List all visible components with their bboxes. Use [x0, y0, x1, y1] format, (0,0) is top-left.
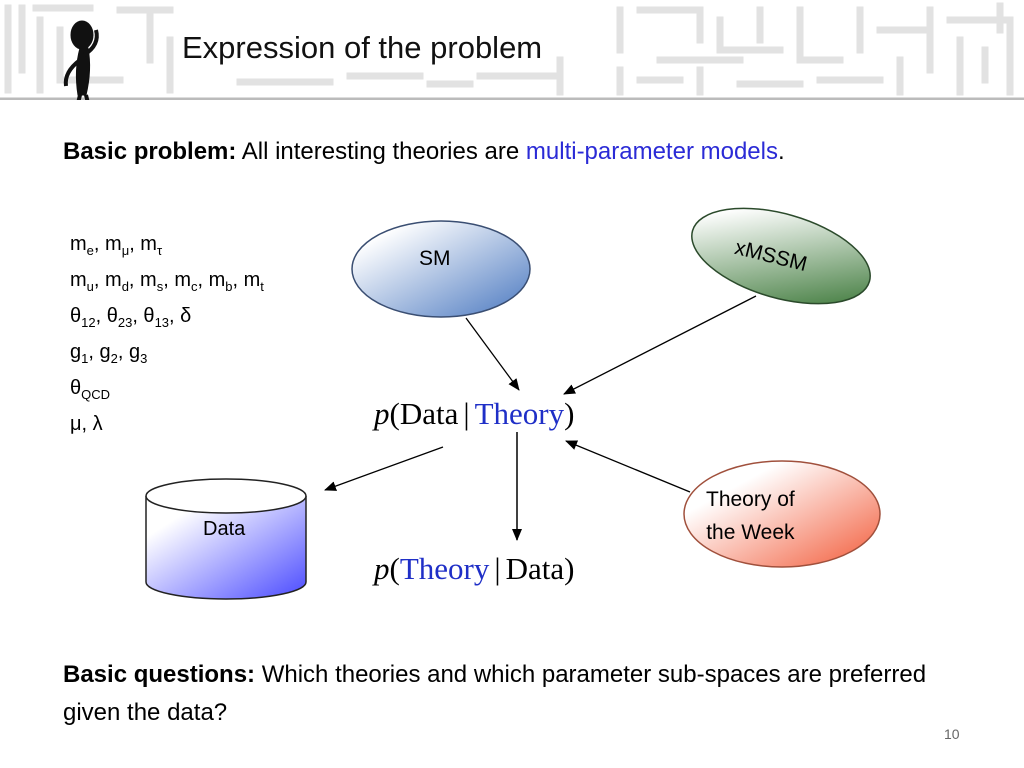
likelihood-close: ): [564, 396, 575, 431]
likelihood-theory: Theory: [474, 396, 565, 431]
parameter-subscript: e: [86, 243, 94, 258]
parameter-subscript: τ: [156, 243, 163, 258]
parameter-subscript: 2: [110, 351, 118, 366]
parameter-symbol: , m: [232, 269, 261, 291]
basic-problem-highlight: multi-parameter models: [525, 138, 778, 165]
parameter-subscript: 23: [117, 315, 133, 330]
parameter-symbol: , m: [163, 269, 191, 291]
basic-questions-statement: Basic questions: Which theories and whic…: [63, 656, 943, 732]
parameter-symbol: g: [70, 341, 82, 363]
theory-of-week-line1: Theory of: [706, 488, 795, 511]
parameter-symbol: , g: [88, 341, 111, 363]
likelihood-formula: p(Data|Theory): [374, 396, 574, 432]
sm-label: SM: [419, 247, 451, 270]
arrow-sm-to-likelihood: [465, 317, 520, 391]
parameter-subscript: s: [156, 279, 164, 294]
theory-of-week-ellipse: [683, 460, 881, 568]
parameter-line: θ12, θ23, θ13, δ: [70, 298, 264, 334]
page-title: Expression of the problem: [182, 30, 543, 65]
header-decoration: [0, 0, 1024, 100]
parameter-symbol: , m: [128, 269, 157, 291]
arrow-likelihood-to-data: [324, 446, 444, 491]
basic-questions-text: Which theories and which parameter sub-s…: [63, 661, 927, 726]
arrow-xmssm-to-likelihood: [563, 295, 757, 395]
likelihood-bar: |: [463, 396, 470, 431]
posterior-close: ): [564, 551, 575, 586]
parameter-subscript: b: [225, 279, 233, 294]
basic-questions-lead: Basic questions:: [63, 661, 256, 688]
basic-problem-text: All interesting theories are: [236, 138, 526, 165]
parameter-subscript: 13: [154, 315, 170, 330]
data-cylinder: [145, 478, 307, 600]
parameter-symbol: , m: [93, 269, 122, 291]
parameter-symbol: μ, λ: [70, 413, 103, 435]
parameter-symbol: , m: [129, 233, 157, 255]
arrow-theory-of-week-to-likelihood: [565, 440, 691, 493]
parameter-symbol: θ: [70, 305, 82, 327]
posterior-data: Data: [505, 551, 565, 586]
parameter-symbol: , δ: [169, 305, 192, 327]
likelihood-open: (: [389, 396, 400, 431]
parameter-symbol: m: [70, 233, 87, 255]
page-number: 10: [944, 726, 960, 742]
parameter-line: g1, g2, g3: [70, 334, 264, 370]
parameter-subscript: 1: [81, 351, 89, 366]
parameter-line: θQCD: [70, 370, 264, 406]
parameter-symbol: m: [70, 269, 87, 291]
parameter-symbol: , θ: [95, 305, 118, 327]
parameter-symbol: , m: [197, 269, 226, 291]
theory-of-week-label: Theory of the Week: [706, 483, 795, 549]
basic-problem-end: .: [777, 138, 785, 165]
posterior-p: p: [374, 551, 390, 586]
theory-of-week-line2: the Week: [706, 521, 795, 544]
parameter-subscript: t: [260, 279, 264, 294]
parameter-line: me, mμ, mτ: [70, 226, 264, 262]
parameter-subscript: QCD: [81, 387, 111, 402]
posterior-formula: p(Theory|Data): [374, 551, 574, 587]
thinker-figure-icon: [63, 20, 99, 100]
parameter-subscript: 12: [81, 315, 96, 330]
likelihood-p: p: [374, 396, 390, 431]
parameter-line: mu, md, ms, mc, mb, mt: [70, 262, 264, 298]
parameter-subscript: 3: [140, 351, 148, 366]
parameter-subscript: c: [190, 279, 198, 294]
posterior-bar: |: [494, 551, 501, 586]
basic-problem-lead: Basic problem:: [63, 138, 237, 165]
basic-problem-statement: Basic problem: All interesting theories …: [63, 138, 785, 166]
posterior-open: (: [389, 551, 400, 586]
sm-ellipse: [351, 220, 531, 318]
parameter-line: μ, λ: [70, 406, 264, 442]
posterior-theory: Theory: [399, 551, 490, 586]
parameter-subscript: d: [121, 279, 129, 294]
likelihood-data: Data: [399, 396, 459, 431]
xmssm-ellipse: [691, 207, 871, 305]
parameter-symbol: θ: [70, 377, 82, 399]
parameter-symbol: , m: [93, 233, 122, 255]
parameter-subscript: μ: [121, 243, 130, 258]
data-label: Data: [203, 518, 246, 540]
parameter-subscript: u: [86, 279, 94, 294]
parameter-symbol: , g: [117, 341, 141, 363]
parameter-symbol: , θ: [132, 305, 155, 327]
